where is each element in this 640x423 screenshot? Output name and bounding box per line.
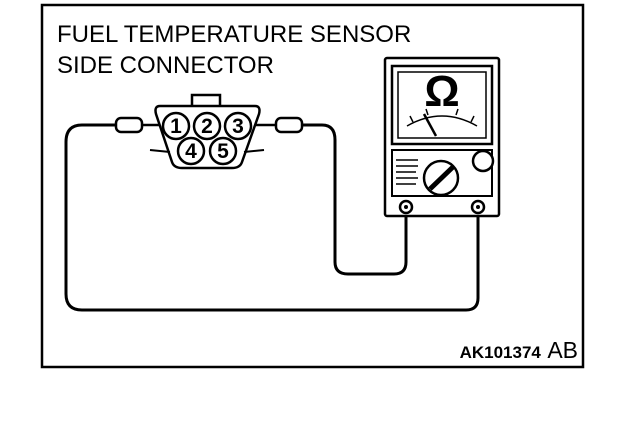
- figure-code-number: AK101374: [460, 343, 542, 362]
- figure-code-suffix: AB: [547, 337, 578, 363]
- pin-2-label: 2: [201, 115, 213, 138]
- probe-right: [255, 116, 304, 134]
- pin-4-socket: [176, 136, 206, 166]
- figure-code: AK101374 AB: [460, 337, 578, 363]
- meter-scale-arc: [406, 115, 478, 127]
- pin-4-label: 4: [185, 140, 197, 163]
- pin-2-socket: [192, 111, 222, 141]
- pin-5-label: 5: [217, 140, 229, 163]
- probe-left: [114, 116, 160, 134]
- test-lead-right: [302, 123, 408, 276]
- zero-adjust-knob: [471, 149, 495, 173]
- pin-3-socket: [223, 111, 253, 141]
- test-lead-left: [64, 123, 480, 312]
- pin-1-label: 1: [170, 115, 182, 138]
- ohmmeter: Ω: [383, 56, 501, 218]
- meter-needle: [422, 113, 438, 137]
- dial-pointer: [428, 164, 456, 191]
- figure-frame: [40, 3, 585, 369]
- pin-1-socket: [161, 111, 191, 141]
- pin-3-label: 3: [232, 115, 244, 138]
- title-line-1: FUEL TEMPERATURE SENSOR: [57, 21, 411, 48]
- pin-5-socket: [208, 136, 238, 166]
- sensor-connector: 1 2 3 4 5: [149, 93, 265, 170]
- ohm-symbol-icon: Ω: [424, 67, 459, 116]
- title-line-2: SIDE CONNECTOR: [57, 52, 274, 79]
